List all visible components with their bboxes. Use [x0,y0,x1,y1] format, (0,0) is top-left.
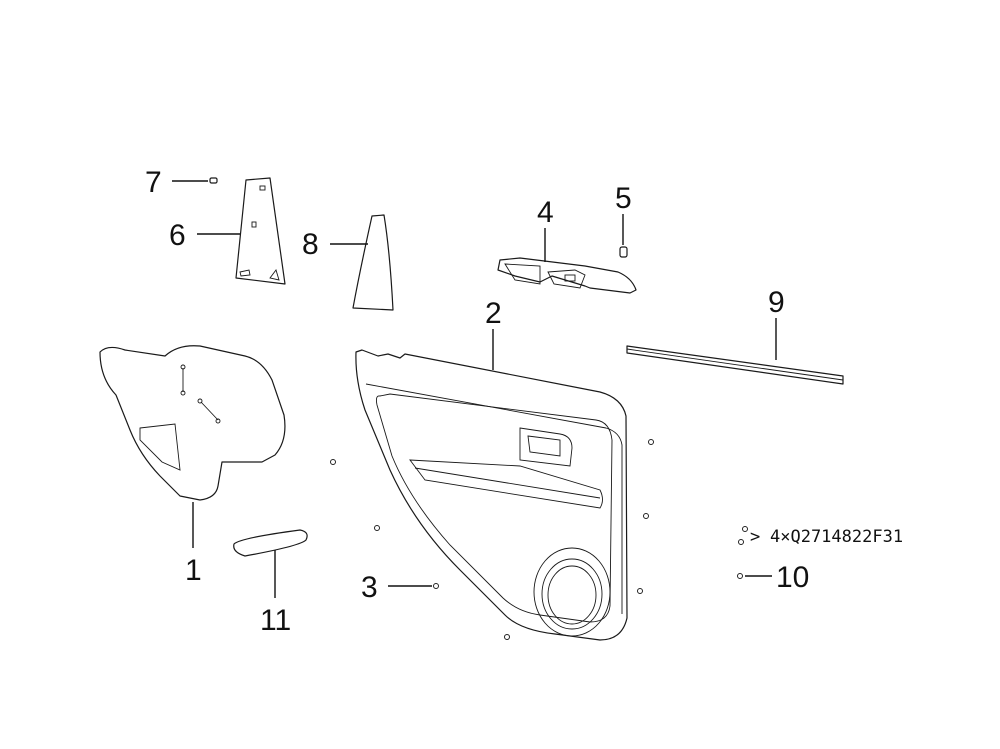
callout-9: 9 [768,286,785,319]
callout-11: 11 [260,604,291,637]
callout-7: 7 [145,166,162,199]
part-6-triangle-pad [235,177,286,285]
callout-1: 1 [185,554,202,587]
part-1-insulator [99,345,286,501]
fastener-icons [737,526,748,579]
part-3-clips [330,439,654,640]
part-5-cap [619,246,628,258]
leader-lines [172,180,777,598]
part-2-door-trim [355,349,628,641]
callout-3: 3 [361,571,378,604]
part-9-molding-strip [626,345,844,385]
part-11-pad [233,529,308,557]
callout-6: 6 [169,219,186,252]
callout-2: 2 [485,297,502,330]
part-4-switch-panel [497,257,637,294]
callout-8: 8 [302,228,319,261]
part-8-corner-trim [352,214,394,311]
fastener-note-symbol: > [750,527,760,547]
callout-5: 5 [615,182,632,215]
callout-10: 10 [776,561,809,594]
callout-4: 4 [537,196,554,229]
fastener-note-text: 4×Q2714822F31 [770,527,903,547]
part-7-clip [209,177,218,184]
